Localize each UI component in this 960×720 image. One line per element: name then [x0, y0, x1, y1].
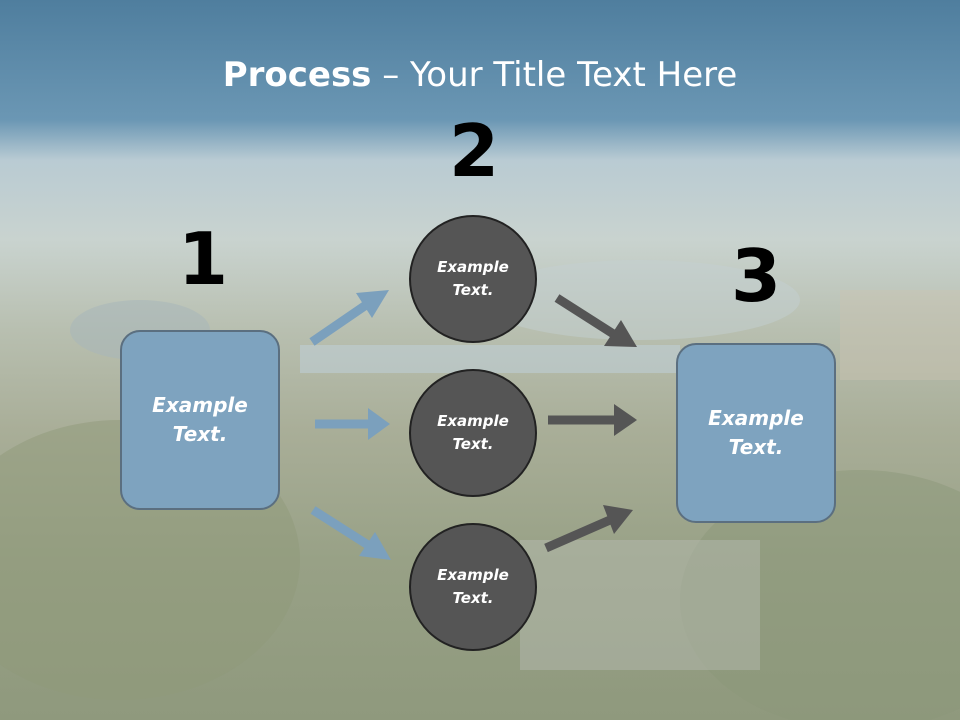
arrow-to-circle-1 [309, 290, 389, 346]
title-bold: Process [222, 55, 372, 95]
circle-3-text: Example Text. [437, 566, 509, 607]
step-number-1: 1 [178, 217, 229, 301]
process-circle-3: Example Text. [409, 523, 537, 651]
step-number-3: 3 [731, 234, 782, 318]
step-number-2: 2 [449, 109, 500, 193]
process-circle-1: Example Text. [409, 215, 537, 343]
title-rest: – Your Title Text Here [371, 55, 738, 95]
arrow-to-circle-2 [315, 408, 390, 440]
right-box-text: Example Text. [708, 406, 804, 459]
circle-2-text: Example Text. [437, 412, 509, 453]
circle-1-text: Example Text. [437, 258, 509, 299]
left-box-text: Example Text. [152, 393, 248, 446]
right-text-box: Example Text. [676, 343, 836, 523]
slide-title: Process – Your Title Text Here [0, 55, 960, 95]
arrow-from-circle-1 [554, 294, 637, 347]
arrow-to-circle-3 [310, 506, 391, 560]
left-text-box: Example Text. [120, 330, 280, 510]
arrow-from-circle-3 [544, 505, 633, 553]
process-circle-2: Example Text. [409, 369, 537, 497]
arrow-from-circle-2 [548, 404, 637, 436]
